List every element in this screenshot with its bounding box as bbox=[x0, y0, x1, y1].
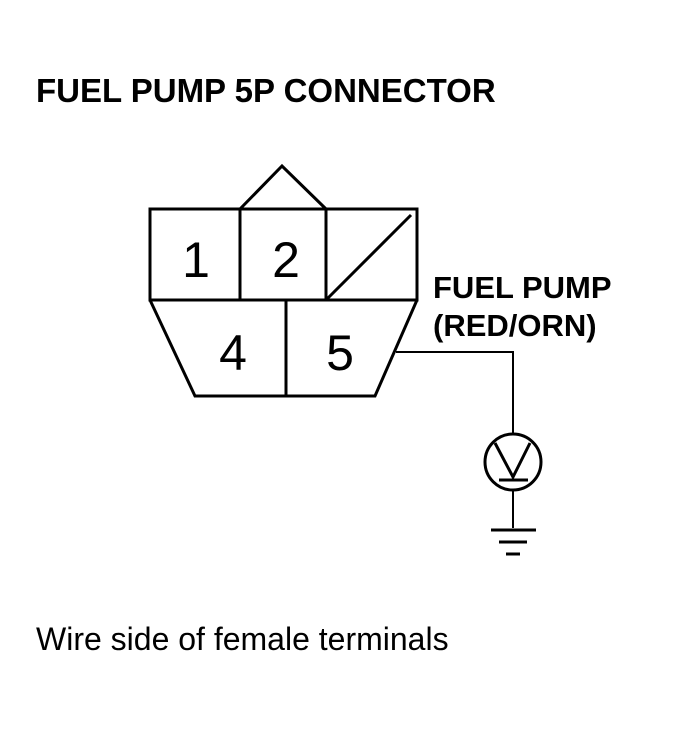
ground-icon bbox=[491, 528, 536, 556]
voltmeter-icon bbox=[483, 432, 543, 492]
empty-cavity-slash bbox=[324, 213, 413, 302]
wire-label-name: FUEL PUMP bbox=[433, 270, 612, 305]
pin-number-4: 4 bbox=[219, 325, 247, 381]
pin-number-2: 2 bbox=[272, 232, 300, 288]
connector-lock-tab bbox=[238, 163, 328, 211]
pin-number-5: 5 bbox=[326, 325, 354, 381]
connector-bottom-row bbox=[148, 299, 419, 398]
wire-label-color: (RED/ORN) bbox=[433, 308, 597, 343]
connector-5p: 1 2 4 5 bbox=[148, 163, 419, 398]
diagram-title: FUEL PUMP 5P CONNECTOR bbox=[36, 72, 496, 109]
connector-top-row bbox=[148, 207, 419, 302]
probe-wire bbox=[396, 351, 514, 435]
diagram-caption: Wire side of female terminals bbox=[36, 621, 449, 657]
pin-number-1: 1 bbox=[182, 232, 210, 288]
